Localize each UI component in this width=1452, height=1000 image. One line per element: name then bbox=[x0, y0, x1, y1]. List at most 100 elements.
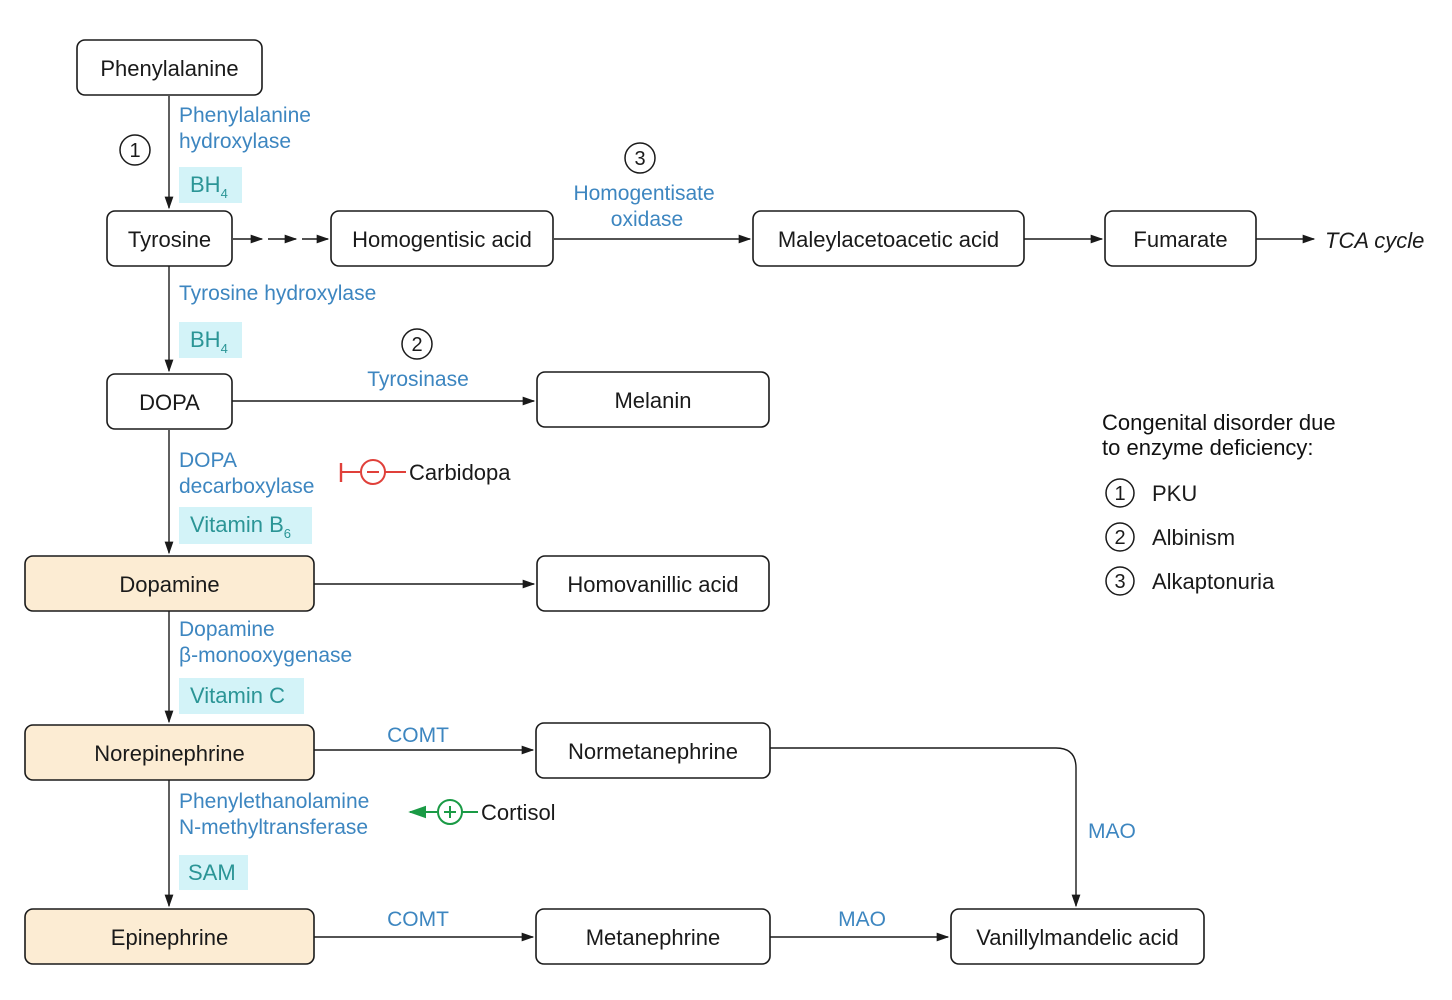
enzyme-line: oxidase bbox=[611, 208, 683, 231]
node-label: Homovanillic acid bbox=[567, 572, 738, 597]
marker-circle bbox=[401, 328, 433, 360]
cortisol-label: Cortisol bbox=[481, 800, 556, 825]
node-label: DOPA bbox=[139, 390, 200, 415]
cofactor-label: Vitamin B6 bbox=[190, 512, 291, 541]
node-label: Dopamine bbox=[119, 572, 219, 597]
marker-alkaptonuria: 3 bbox=[624, 142, 656, 174]
edges bbox=[164, 96, 1316, 942]
node-box bbox=[24, 908, 315, 965]
cofactor-main: BH bbox=[190, 172, 221, 197]
node-maleylacetoacetic-acid: Maleylacetoacetic acid bbox=[752, 210, 1025, 267]
marker-number: 1 bbox=[129, 140, 140, 162]
node-label: Epinephrine bbox=[111, 925, 228, 950]
node-dopamine: Dopamine bbox=[24, 555, 315, 612]
node-label: Homogentisic acid bbox=[352, 227, 532, 252]
cofactor-label: Vitamin C bbox=[190, 683, 285, 708]
legend-number-circle bbox=[1105, 478, 1135, 508]
node-box bbox=[536, 371, 770, 428]
enzyme-tyrosine-hydroxylase: Tyrosine hydroxylase bbox=[179, 282, 376, 305]
enzyme-comt-norepinephrine: COMT bbox=[387, 724, 449, 747]
cofactor-bh4-2: BH4 bbox=[179, 322, 242, 358]
node-box bbox=[24, 724, 315, 781]
marker-circle bbox=[624, 142, 656, 174]
legend-number-circle bbox=[1105, 566, 1135, 596]
regulator-carbidopa: Carbidopa bbox=[339, 459, 511, 485]
node-box bbox=[535, 908, 771, 965]
enzyme-pnmt: Phenylethanolamine N-methyltransferase bbox=[179, 790, 375, 839]
cofactor-vitamin-c: Vitamin C bbox=[179, 678, 304, 714]
node-tyrosine: Tyrosine bbox=[106, 210, 233, 267]
node-box bbox=[536, 555, 770, 612]
cofactor-subscript: 6 bbox=[284, 526, 291, 541]
node-dopa: DOPA bbox=[106, 373, 233, 430]
legend-number: 3 bbox=[1114, 571, 1125, 593]
cofactor-subscript: 4 bbox=[221, 341, 228, 356]
node-vanillylmandelic-acid: Vanillylmandelic acid bbox=[950, 908, 1205, 965]
node-label: Phenylalanine bbox=[100, 56, 238, 81]
enzyme-line: hydroxylase bbox=[179, 130, 291, 153]
node-box bbox=[950, 908, 1205, 965]
cofactor-bg bbox=[179, 322, 242, 358]
legend-number-circle bbox=[1105, 522, 1135, 552]
enzyme-line: N-methyltransferase bbox=[179, 816, 368, 839]
cofactor-label: BH4 bbox=[190, 327, 228, 356]
node-box bbox=[106, 210, 233, 267]
enzyme-mao-metanephrine: MAO bbox=[838, 908, 886, 931]
enzyme-dopamine-beta-monooxygenase: Dopamine β-monooxygenase bbox=[179, 618, 352, 667]
node-label: Maleylacetoacetic acid bbox=[778, 227, 999, 252]
legend-item: 1 PKU bbox=[1105, 478, 1197, 508]
enzyme-line: Phenylalanine bbox=[179, 104, 311, 127]
node-label: Tyrosine bbox=[128, 227, 211, 252]
tca-cycle-label: TCA cycle bbox=[1325, 228, 1424, 253]
legend: Congenital disorder due to enzyme defici… bbox=[1102, 410, 1336, 596]
node-fumarate: Fumarate bbox=[1104, 210, 1257, 267]
node-metanephrine: Metanephrine bbox=[535, 908, 771, 965]
enzyme-comt-epinephrine: COMT bbox=[387, 908, 449, 931]
legend-number: 1 bbox=[1114, 483, 1125, 505]
legend-title-line1: Congenital disorder due bbox=[1102, 410, 1336, 435]
nodes: Phenylalanine Tyrosine Homogentisic acid… bbox=[24, 39, 1257, 965]
legend-title-line2: to enzyme deficiency: bbox=[1102, 435, 1314, 460]
node-box bbox=[330, 210, 554, 267]
cofactor-main: Vitamin B bbox=[190, 512, 284, 537]
node-homovanillic-acid: Homovanillic acid bbox=[536, 555, 770, 612]
cofactor-label: BH4 bbox=[190, 172, 228, 201]
legend-label: Alkaptonuria bbox=[1152, 569, 1275, 594]
node-label: Metanephrine bbox=[586, 925, 721, 950]
cofactor-bh4-1: BH4 bbox=[179, 167, 242, 203]
node-label: Melanin bbox=[614, 388, 691, 413]
marker-pku: 1 bbox=[119, 134, 151, 166]
marker-number: 3 bbox=[634, 148, 645, 170]
enzyme-line: Phenylethanolamine bbox=[179, 790, 369, 813]
node-homogentisic-acid: Homogentisic acid bbox=[330, 210, 554, 267]
node-epinephrine: Epinephrine bbox=[24, 908, 315, 965]
node-label: Normetanephrine bbox=[568, 739, 738, 764]
edge-normetanephrine-vma bbox=[770, 747, 1081, 908]
enzyme-labels: Phenylalanine hydroxylase Homogentisate … bbox=[179, 104, 1136, 931]
carbidopa-label: Carbidopa bbox=[409, 460, 511, 485]
node-normetanephrine: Normetanephrine bbox=[535, 722, 771, 779]
legend-item: 3 Alkaptonuria bbox=[1105, 566, 1275, 596]
marker-albinism: 2 bbox=[401, 328, 433, 360]
enzyme-phenylalanine-hydroxylase: Phenylalanine hydroxylase bbox=[179, 104, 317, 153]
cofactor-sam: SAM bbox=[179, 855, 248, 890]
legend-label: PKU bbox=[1152, 481, 1197, 506]
cofactors: BH4 BH4 Vitamin B6 Vitamin C SAM bbox=[179, 167, 312, 890]
node-norepinephrine: Norepinephrine bbox=[24, 724, 315, 781]
legend-number: 2 bbox=[1114, 527, 1125, 549]
enzyme-dopa-decarboxylase: DOPA decarboxylase bbox=[179, 449, 314, 498]
node-melanin: Melanin bbox=[536, 371, 770, 428]
node-label: Norepinephrine bbox=[94, 741, 244, 766]
enzyme-line: DOPA bbox=[179, 449, 237, 472]
cofactor-bg bbox=[179, 507, 312, 544]
enzyme-mao-normetanephrine: MAO bbox=[1088, 820, 1136, 843]
cofactor-vitamin-b6: Vitamin B6 bbox=[179, 507, 312, 544]
enzyme-tyrosinase: Tyrosinase bbox=[367, 368, 469, 391]
cofactor-bg bbox=[179, 678, 304, 714]
node-box bbox=[24, 555, 315, 612]
node-box bbox=[106, 373, 233, 430]
cofactor-bg bbox=[179, 855, 248, 890]
marker-number: 2 bbox=[411, 334, 422, 356]
enzyme-line: Dopamine bbox=[179, 618, 275, 641]
node-box bbox=[1104, 210, 1257, 267]
